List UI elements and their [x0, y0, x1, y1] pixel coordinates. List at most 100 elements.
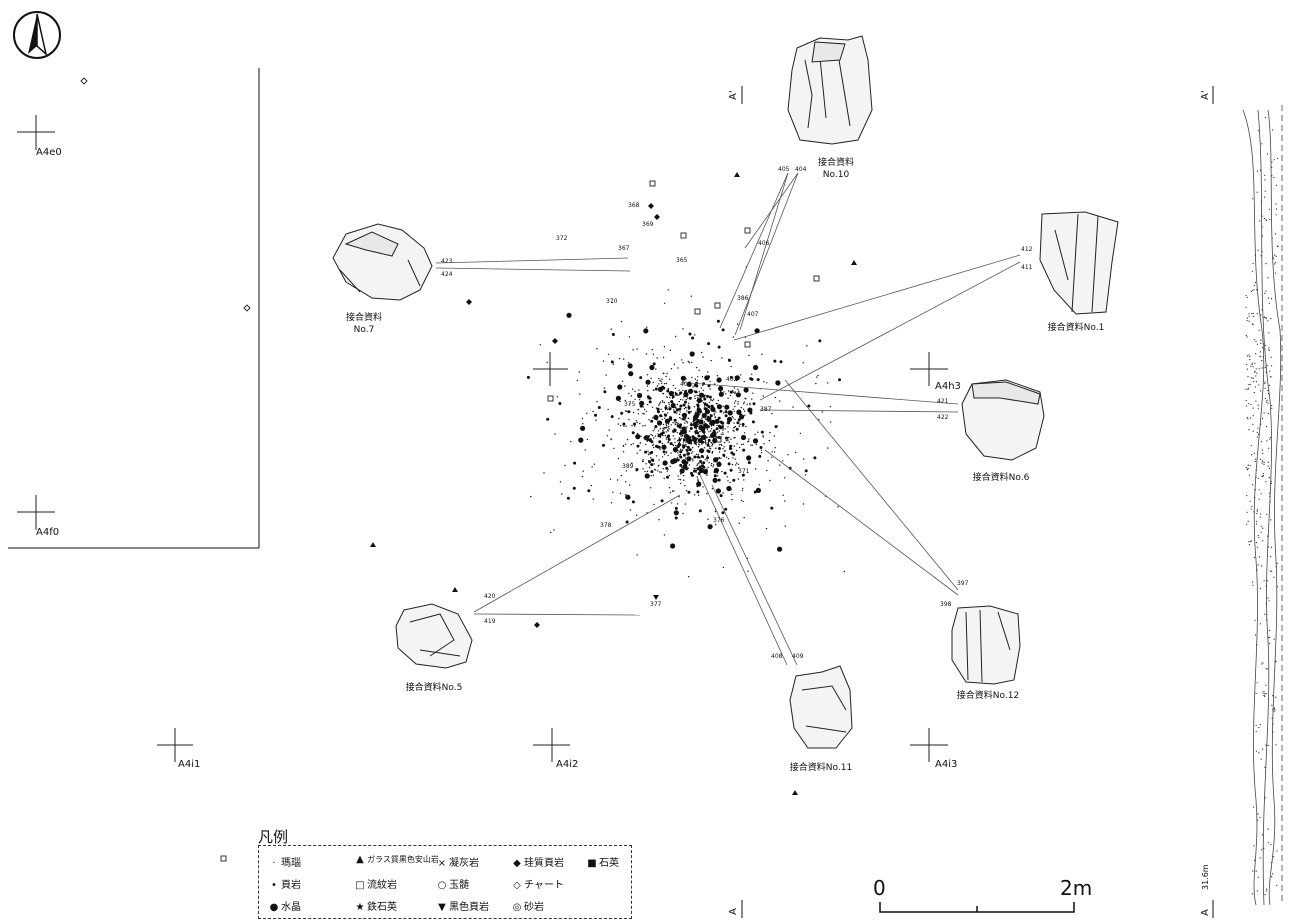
artifact-dot: [704, 437, 706, 439]
artifact-dot: [743, 380, 745, 383]
artifact-dot: [626, 438, 629, 441]
profile-dot: [1267, 393, 1270, 395]
profile-dot: [1271, 876, 1273, 878]
artifact-dot: [680, 398, 682, 401]
artifact-dot: [687, 439, 689, 441]
profile-dot: [1268, 600, 1270, 602]
artifact-dot: [680, 457, 682, 459]
artifact-dot: [704, 440, 707, 442]
profile-dot: [1271, 407, 1273, 409]
artifact-dot: [674, 438, 676, 440]
artifact-dot: [659, 448, 661, 451]
legend-item: ◎砂岩: [510, 898, 544, 913]
artifact-dot: [543, 472, 545, 474]
artifact-dot: [620, 411, 624, 415]
artifact-dot: [682, 444, 686, 448]
artifact-dot: [713, 464, 715, 466]
artifact-dot: [648, 462, 651, 464]
artifact-dot: [762, 436, 764, 438]
artifact-dot: [777, 384, 779, 386]
artifact-dot: [700, 426, 706, 432]
artifact-dot: [739, 446, 741, 449]
artifact-dot: [672, 422, 674, 424]
artifact-dot: [755, 487, 762, 493]
artifact-number: 411: [1021, 264, 1033, 271]
profile-dot: [1250, 540, 1252, 542]
section-label-a-prime: A': [728, 90, 739, 100]
artifact-dot: [628, 362, 630, 364]
artifact-dot: [678, 425, 682, 429]
profile-dot: [1267, 402, 1269, 404]
profile-dot: [1258, 498, 1260, 500]
profile-dot: [1262, 527, 1264, 529]
artifact-dot: [696, 407, 700, 410]
profile-dot: [1257, 477, 1259, 479]
refit-stone-no10: [787, 35, 873, 145]
artifact-dot: [634, 425, 636, 427]
refit-lines: [435, 172, 1021, 666]
artifact-dot: [765, 527, 768, 530]
artifact-dot: [695, 428, 697, 430]
artifact-dot: [701, 415, 704, 418]
artifact-dot: [564, 464, 566, 467]
scale-bar: [879, 902, 1075, 913]
artifact-dot: [636, 348, 638, 350]
artifact-dot: [646, 470, 649, 473]
profile-dot: [1262, 343, 1264, 345]
artifact-dot: [722, 433, 724, 436]
sandstone-icon: ◎: [512, 902, 522, 913]
profile-dot: [1268, 492, 1270, 494]
profile-dot: [1264, 766, 1266, 768]
artifact-dot: [664, 408, 667, 411]
legend-item: ●水晶: [267, 898, 301, 913]
artifact-dot: [662, 410, 664, 413]
profile-dot: [1261, 460, 1264, 462]
section-label-a-right: A: [1200, 909, 1211, 916]
artifact-dot: [615, 395, 622, 401]
artifact-dot: [712, 466, 714, 468]
artifact-dot: [678, 394, 680, 396]
artifact-dot: [672, 443, 674, 446]
profile-dot: [1254, 386, 1256, 388]
artifact-number: 407: [747, 311, 759, 318]
artifact-dot: [619, 400, 621, 403]
profile-dot: [1263, 580, 1265, 582]
artifact-dot: [678, 478, 680, 481]
artifact-dot: [648, 452, 650, 454]
artifact-dot: [625, 494, 631, 500]
artifact-dot: [662, 427, 664, 430]
profile-dot: [1275, 566, 1277, 568]
artifact-dot: [629, 403, 631, 405]
artifact-dot: [678, 389, 680, 391]
artifact-dot: [658, 464, 660, 467]
artifact-dot: [689, 423, 693, 427]
artifact-dot: [737, 323, 739, 325]
legend-item: ·瑪瑙: [267, 854, 301, 869]
artifact-dot: [648, 419, 650, 421]
artifact-dot: [752, 438, 759, 444]
profile-dot: [1266, 440, 1268, 442]
artifact-dot: [680, 433, 682, 436]
artifact-dot: [721, 511, 725, 515]
artifact-dot: [650, 377, 652, 379]
artifact-dot: [686, 420, 688, 423]
profile-dot: [1258, 384, 1260, 386]
artifact-dot: [722, 428, 724, 430]
artifact-dot: [572, 486, 576, 490]
scale-end-label: 2m: [1060, 876, 1093, 900]
artifact-dot: [648, 400, 652, 404]
artifact-dot: [685, 407, 687, 409]
artifact-dot: [746, 455, 752, 461]
artifact-dot: [739, 414, 745, 420]
profile-dot: [1252, 312, 1254, 314]
artifact-dot: [694, 433, 697, 435]
profile-dot: [1276, 562, 1278, 564]
artifact-dot: [698, 424, 700, 426]
profile-dot: [1261, 663, 1263, 665]
artifact-number: 405: [778, 166, 790, 173]
profile-dot: [1245, 399, 1247, 402]
profile-dot: [1262, 473, 1264, 475]
artifact-dot: [713, 413, 715, 415]
profile-dot: [1253, 511, 1255, 513]
artifact-dot: [685, 445, 687, 448]
